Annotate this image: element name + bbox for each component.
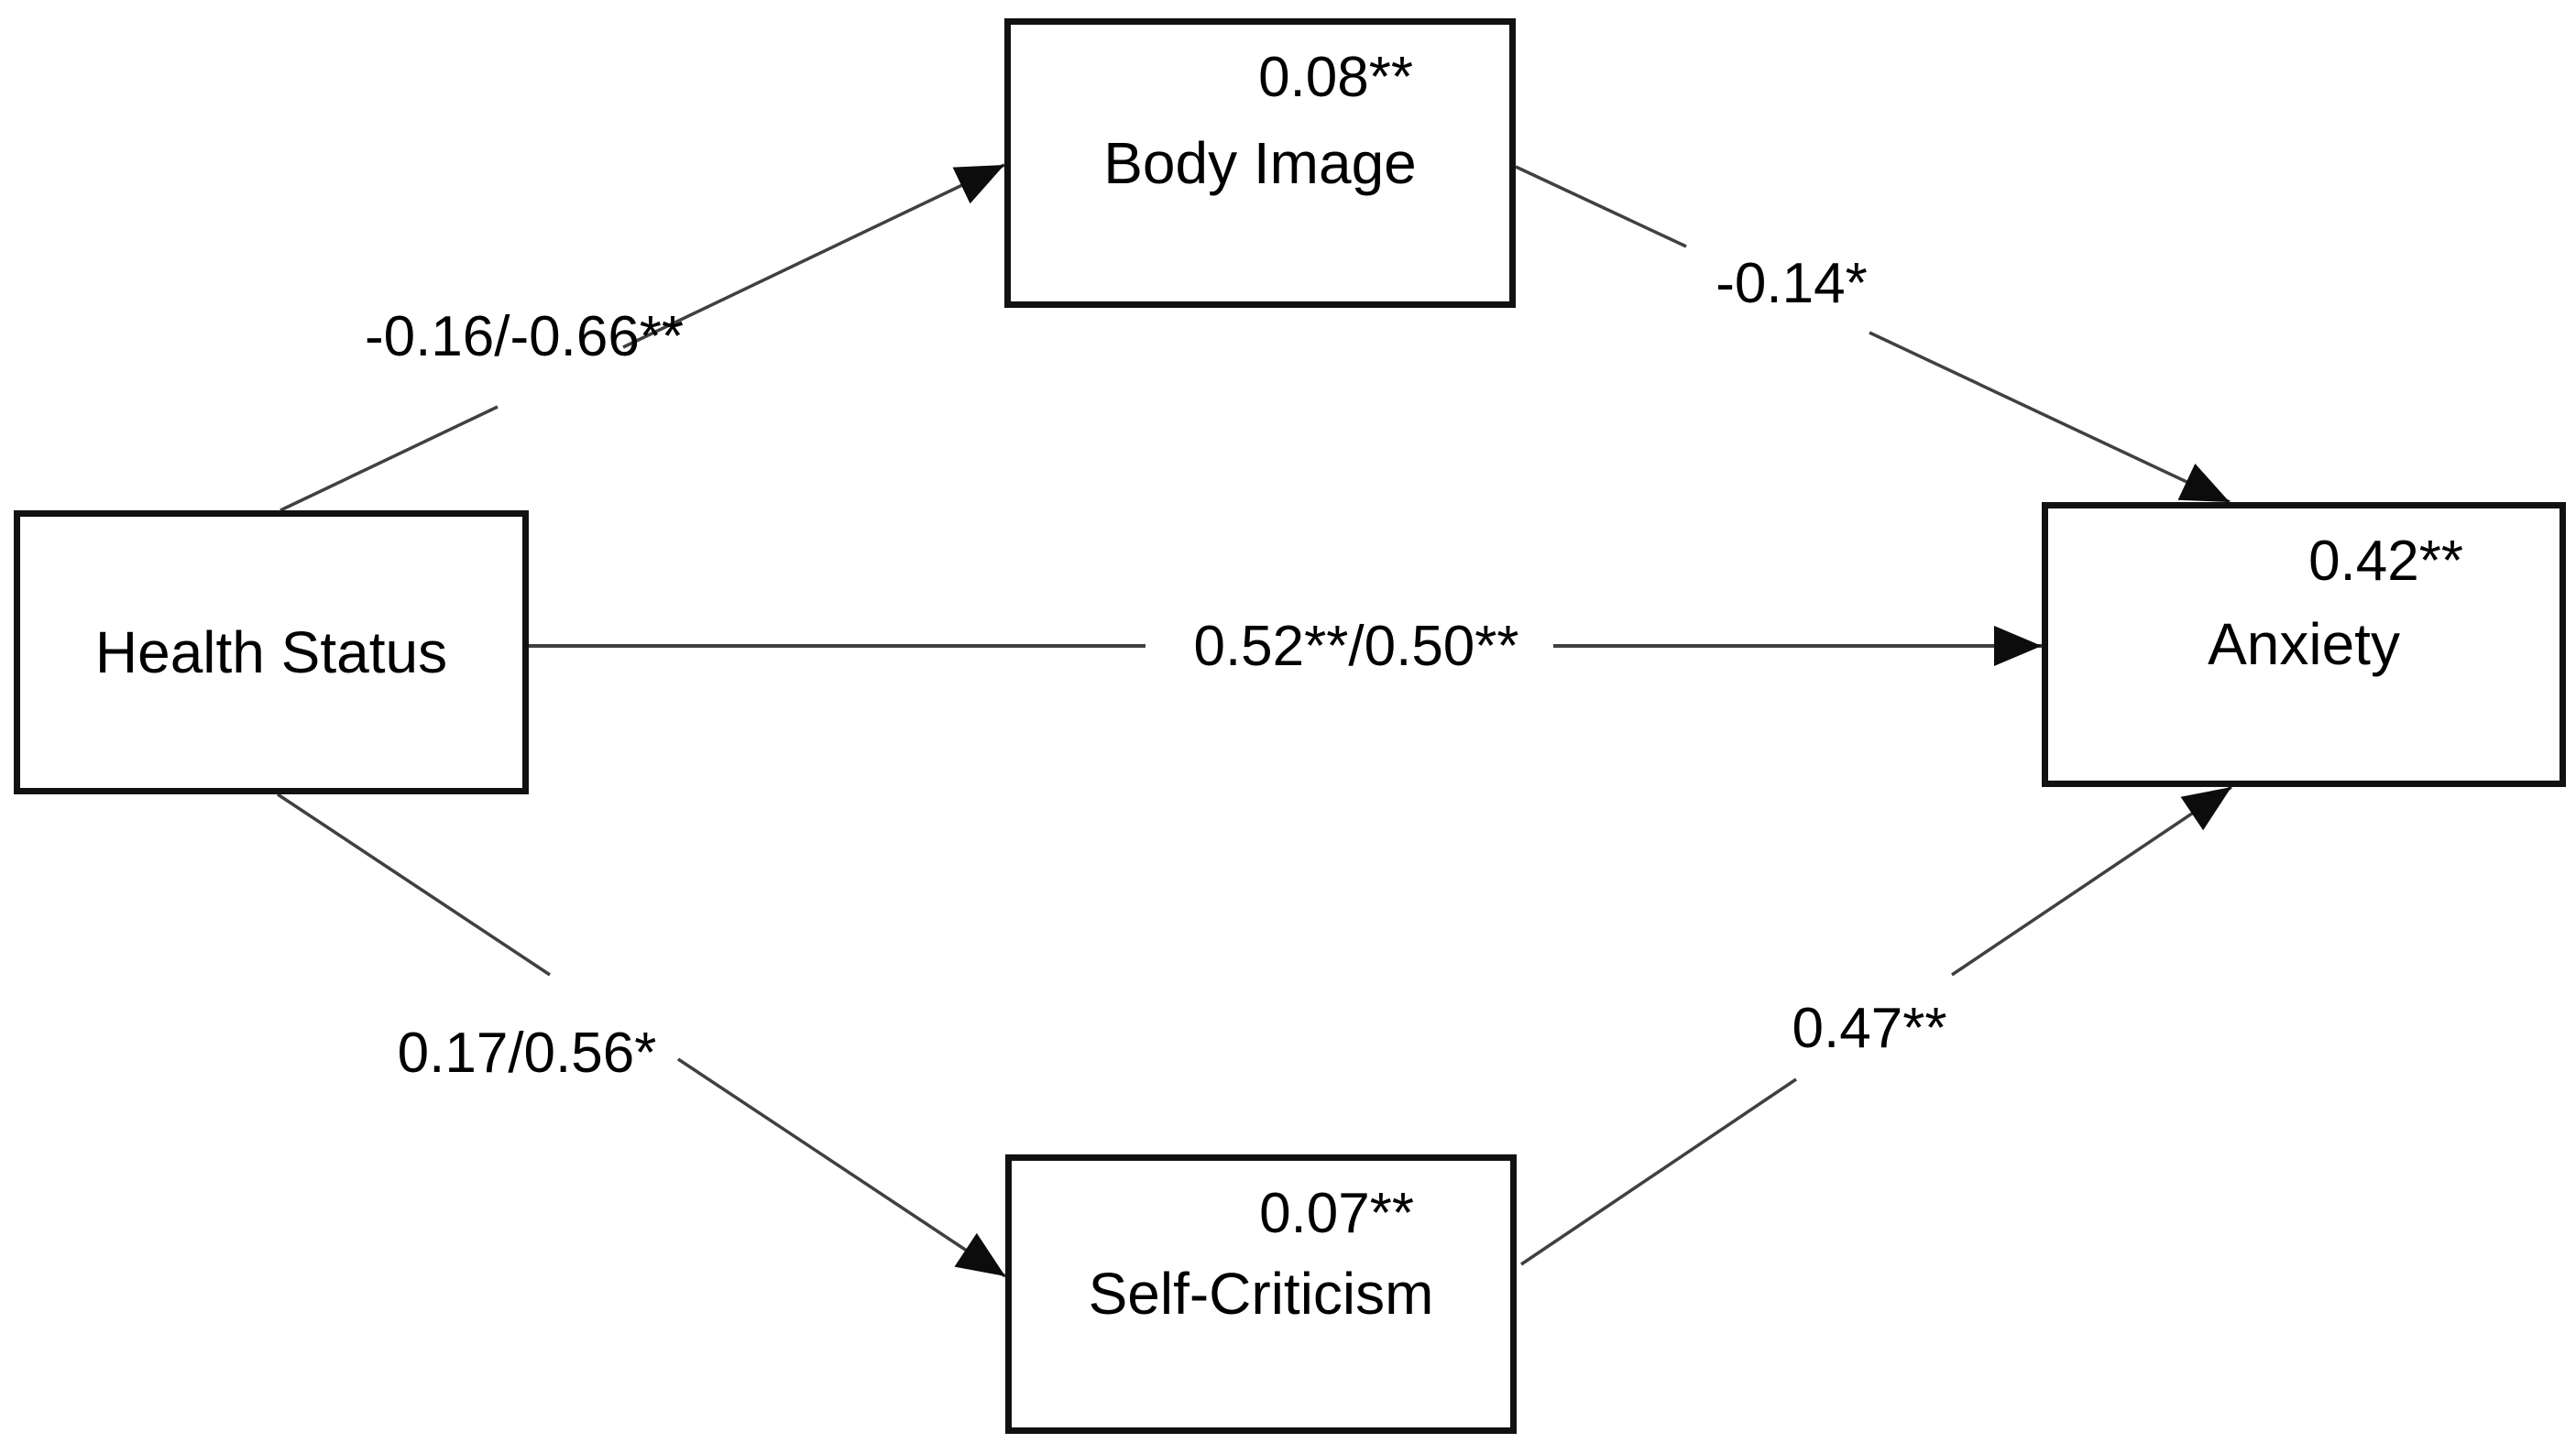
node-anxiety: 0.42** Anxiety bbox=[2042, 502, 2566, 787]
path-label-bi-to-anx: -0.14* bbox=[1716, 251, 1868, 315]
path-label-hs-to-bi: -0.16/-0.66** bbox=[364, 304, 685, 368]
arrow-bi-to-anx-head bbox=[1869, 331, 2231, 504]
arrow-sc-to-anx-head bbox=[1951, 785, 2232, 977]
node-body-image-value: 0.08** bbox=[1258, 46, 1413, 109]
node-body-image-label: Body Image bbox=[1103, 129, 1417, 196]
arrow-sc-to-anx-tail bbox=[1520, 1077, 1797, 1266]
node-self-criticism: 0.07** Self-Criticism bbox=[1005, 1154, 1517, 1434]
path-label-hs-to-anx: 0.52**/0.50** bbox=[1193, 614, 1519, 678]
arrow-hs-to-bi-head bbox=[622, 163, 1005, 349]
node-health-status-label: Health Status bbox=[94, 618, 448, 685]
arrow-hs-to-sc-head bbox=[677, 1057, 1006, 1278]
node-anxiety-value: 0.42** bbox=[2308, 530, 2463, 593]
node-anxiety-label: Anxiety bbox=[2208, 611, 2400, 678]
path-label-hs-to-sc: 0.17/0.56* bbox=[397, 1021, 657, 1085]
node-health-status: Health Status bbox=[14, 510, 529, 794]
path-label-sc-to-anx: 0.47** bbox=[1792, 996, 1947, 1060]
arrow-hs-to-bi-tail bbox=[280, 405, 499, 512]
node-self-criticism-value: 0.07** bbox=[1259, 1182, 1414, 1245]
node-body-image: 0.08** Body Image bbox=[1004, 18, 1516, 308]
node-self-criticism-label: Self-Criticism bbox=[1088, 1261, 1434, 1328]
arrow-bi-to-anx-tail bbox=[1515, 165, 1687, 248]
arrow-hs-to-sc-tail bbox=[277, 793, 551, 977]
